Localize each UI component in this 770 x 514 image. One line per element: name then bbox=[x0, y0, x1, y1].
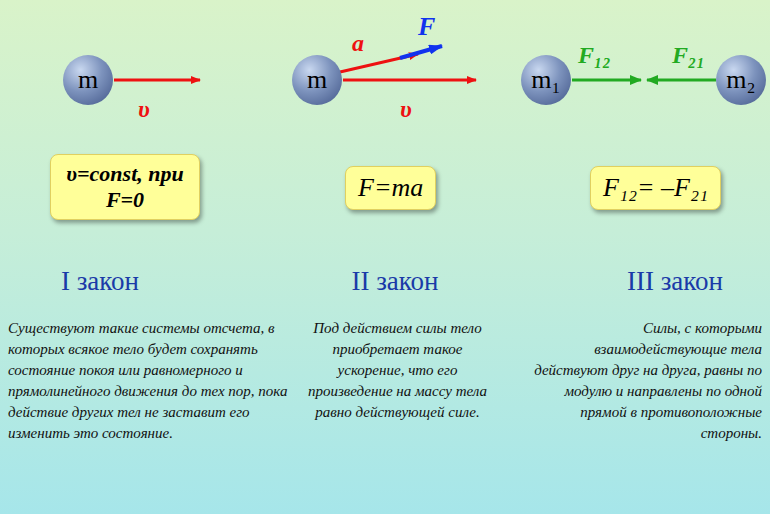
formula-text: F₁₂= –F₂₁ bbox=[603, 173, 708, 203]
vector-label: a bbox=[352, 30, 364, 57]
mass-label: m₂ bbox=[726, 65, 755, 95]
force-arrow bbox=[572, 79, 641, 82]
formula-box: F₁₂= –F₂₁ bbox=[590, 166, 721, 210]
law-text: Силы, с которыми взаимодействующие тела … bbox=[520, 318, 762, 444]
formula-text: υ=const, при F=0 bbox=[63, 161, 187, 213]
mass-ball: m₁ bbox=[521, 55, 571, 105]
mass-ball: m bbox=[292, 55, 342, 105]
force-arrow bbox=[647, 79, 716, 82]
force-arrow bbox=[400, 46, 442, 58]
mass-ball: m bbox=[63, 55, 113, 105]
vector-label: F bbox=[418, 12, 435, 42]
vector-label: F₁₂ bbox=[578, 42, 611, 69]
mass-label: m bbox=[307, 65, 327, 95]
velocity-arrow bbox=[343, 79, 476, 82]
law-text: Существуют такие системы отсчета, в кото… bbox=[8, 318, 298, 444]
vector-label: υ bbox=[400, 96, 412, 123]
law-heading: I закон bbox=[20, 266, 180, 297]
law-text: Под действием силы тело приобретает тако… bbox=[305, 318, 490, 423]
formula-box: υ=const, при F=0 bbox=[50, 154, 200, 220]
law-heading: III закон bbox=[590, 266, 760, 297]
formula-text: F=ma bbox=[358, 173, 423, 203]
mass-label: m₁ bbox=[531, 65, 560, 95]
vector-label: υ bbox=[138, 96, 150, 123]
formula-box: F=ma bbox=[345, 166, 436, 210]
mass-ball: m₂ bbox=[716, 55, 766, 105]
velocity-arrow bbox=[114, 79, 200, 82]
law-heading: II закон bbox=[300, 266, 490, 297]
vector-label: F₂₁ bbox=[672, 42, 705, 69]
mass-label: m bbox=[78, 65, 98, 95]
